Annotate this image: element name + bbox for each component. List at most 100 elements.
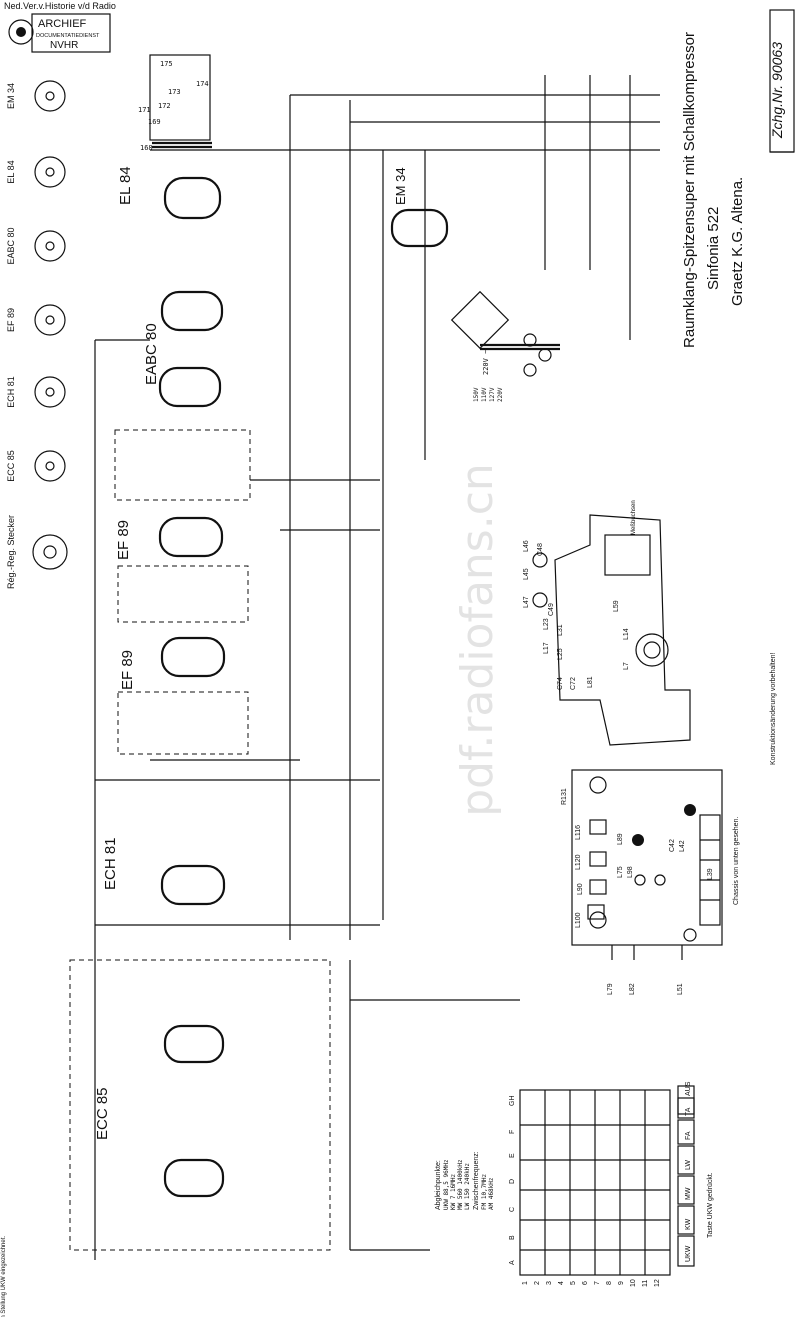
tuner-label-l81: L81 bbox=[587, 676, 594, 688]
archive-stamp-line1: ARCHIEF bbox=[38, 18, 87, 30]
tuner-label-l46: L46 bbox=[523, 540, 530, 552]
tuner-label-c49: C49 bbox=[548, 603, 555, 616]
switch-row-8: 8 bbox=[606, 1281, 613, 1285]
switch-column-e: E bbox=[509, 1153, 516, 1158]
chassis-label-l51: L51 bbox=[677, 983, 684, 995]
socket-view-eabc80: EABC 80 bbox=[6, 227, 66, 265]
switch-row-1: 1 bbox=[522, 1281, 529, 1285]
component-label: 169 bbox=[148, 118, 161, 126]
component-label: 173 bbox=[168, 88, 181, 96]
tap-label: 220V bbox=[497, 387, 504, 402]
pushbutton-ta: TA bbox=[685, 1107, 692, 1116]
switch-column-f: F bbox=[509, 1130, 516, 1134]
pushbutton-switch-matrix: UKW KW MW LW FA TA AUS A B C D E F GH 1 … bbox=[509, 1081, 714, 1287]
construction-change-note: Konstruktionsänderung vorbehalten! bbox=[770, 652, 777, 765]
tube-ecc85-b: ECC 85 bbox=[94, 1087, 225, 1198]
switch-column-d: D bbox=[509, 1179, 516, 1184]
pushbutton-mw: MW bbox=[685, 1187, 692, 1200]
tube-ecc85-a bbox=[163, 1024, 225, 1064]
socket-pin-views: EM 34 EL 84 EABC 80 EF 89 ECH 81 ECC 85 bbox=[6, 80, 68, 589]
tuner-label-c48: C48 bbox=[537, 543, 544, 556]
tube-label: EF 89 bbox=[115, 520, 132, 560]
switch-row-4: 4 bbox=[558, 1281, 565, 1285]
tuner-label-l23: L23 bbox=[543, 618, 550, 630]
drawing-number: Zchg.Nr. 90063 bbox=[769, 42, 785, 139]
archive-stamp-line3: NVHR bbox=[50, 40, 78, 51]
socket-view-ech81: ECH 81 bbox=[6, 376, 66, 408]
tube-el84-driver bbox=[160, 290, 224, 332]
switch-row-10: 10 bbox=[630, 1279, 637, 1287]
switch-state-note: Taste UKW gedrückt. bbox=[707, 1172, 714, 1238]
switch-row-3: 3 bbox=[546, 1281, 553, 1285]
tuner-label-l47: L47 bbox=[523, 596, 530, 608]
chassis-label-l42: L42 bbox=[679, 840, 686, 852]
socket-view-label: Rég.-Reg. Stecker bbox=[6, 515, 16, 589]
voltage-note-container: Sämtliche Spannungen sind gegen Chassis … bbox=[1, 1236, 7, 1317]
tuner-label-l25: L25 bbox=[557, 648, 564, 660]
tap-label: 150V bbox=[473, 387, 480, 402]
socket-view-label: ECH 81 bbox=[6, 376, 16, 408]
tuner-label-l45: L45 bbox=[523, 568, 530, 580]
alignment-title: Abgleichpunkte: bbox=[435, 1160, 442, 1210]
tuner-label-l7: L7 bbox=[623, 662, 630, 670]
alignment-line: KW 7 16MHz bbox=[450, 1173, 457, 1210]
switch-column-b: B bbox=[509, 1235, 516, 1240]
tuner-label-l59: L59 bbox=[613, 600, 620, 612]
tube-envelopes: EL 84 EM 34 EABC 80 EF 89 EF 89 ECH 81 bbox=[94, 166, 449, 1198]
tap-label: 110V bbox=[481, 387, 488, 402]
tube-ef89-a: EF 89 bbox=[115, 516, 224, 560]
component-label: 168 bbox=[140, 144, 153, 152]
switch-row-7: 7 bbox=[594, 1281, 601, 1285]
title-line3: Graetz K.G. Altena. bbox=[729, 177, 746, 306]
socket-view-label: ECC 85 bbox=[6, 450, 16, 482]
chassis-label-l120: L120 bbox=[575, 854, 582, 870]
tuner-label-c74: C74 bbox=[557, 677, 564, 690]
watermark: pdf.radiofans.cn bbox=[452, 463, 503, 817]
pushbutton-kw: KW bbox=[685, 1218, 692, 1230]
socket-view-ecc85: ECC 85 bbox=[6, 450, 66, 482]
power-supply-section: 220V ~ 150V 110V 127V 220V bbox=[473, 350, 504, 402]
chassis-label-l116: L116 bbox=[575, 825, 582, 840]
tuner-label-l31: L31 bbox=[557, 624, 564, 636]
chassis-label-l100: L100 bbox=[575, 912, 582, 928]
chassis-label-l39: L39 bbox=[707, 868, 714, 880]
tuner-label-l17: L17 bbox=[543, 642, 550, 654]
title-block: Raumklang-Spitzensuper mit Schallkompres… bbox=[681, 32, 746, 348]
if-title: Zwischenfrequenz: bbox=[473, 1151, 480, 1210]
tuner-label-messbuchsen: Meßbuchsen bbox=[631, 500, 637, 535]
component-label: 174 bbox=[196, 80, 209, 88]
component-label: 172 bbox=[158, 102, 171, 110]
tube-label: ECC 85 bbox=[94, 1087, 111, 1140]
pushbutton-aus: AUS bbox=[685, 1081, 692, 1096]
socket-view-label: EABC 80 bbox=[6, 227, 16, 264]
alignment-line: LW 150 240kHz bbox=[464, 1163, 471, 1210]
chassis-label-l90: L90 bbox=[577, 883, 584, 895]
mains-voltage-label: 220V ~ bbox=[482, 350, 490, 375]
tube-label: EM 34 bbox=[393, 167, 408, 205]
schematic-wiring bbox=[69, 54, 660, 1260]
tube-label: EL 84 bbox=[117, 166, 134, 205]
chassis-view-note: Chassis von unten gesehen. bbox=[733, 817, 740, 905]
socket-view-label: EF 89 bbox=[6, 308, 16, 332]
tube-label: EABC 80 bbox=[143, 323, 160, 385]
socket-view-ef89: EF 89 bbox=[6, 304, 66, 336]
chassis-label-l79: L79 bbox=[607, 983, 614, 995]
chassis-label-l75: L75 bbox=[617, 866, 624, 878]
switch-row-6: 6 bbox=[582, 1281, 589, 1285]
switch-row-2: 2 bbox=[534, 1281, 541, 1285]
tuner-unit-drawing: L46 C48 L45 L47 C49 L23 L31 L17 L25 C72 … bbox=[523, 500, 691, 746]
tube-label: ECH 81 bbox=[102, 837, 119, 890]
alignment-line: UKW 88,5 96MHz bbox=[443, 1159, 450, 1210]
speaker-section: 175 174 173 172 171 169 168 bbox=[138, 60, 209, 152]
socket-view-label: EM 34 bbox=[6, 83, 16, 109]
tube-el84: EL 84 bbox=[117, 166, 222, 220]
pushbutton-lw: LW bbox=[685, 1160, 692, 1170]
chassis-label-r131: R131 bbox=[561, 788, 568, 805]
tube-em34: EM 34 bbox=[390, 167, 449, 248]
tube-ech81: ECH 81 bbox=[102, 837, 226, 906]
socket-view-label: EL 84 bbox=[6, 160, 16, 183]
switch-row-5: 5 bbox=[570, 1281, 577, 1285]
drawing-number-block: Zchg.Nr. 90063 bbox=[769, 9, 795, 153]
tuner-label-l14: L14 bbox=[623, 628, 630, 640]
title-line1: Raumklang-Spitzensuper mit Schallkompres… bbox=[681, 32, 698, 348]
